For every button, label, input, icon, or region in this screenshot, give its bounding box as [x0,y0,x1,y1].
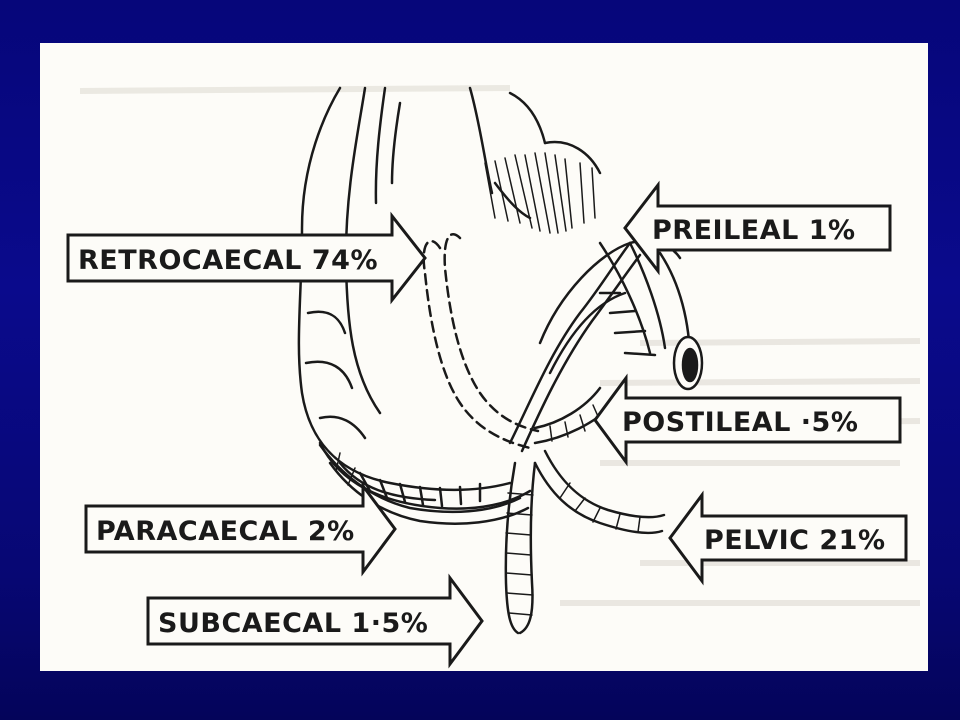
retrocaecal-label: RETROCAECAL 74% [78,245,378,276]
paracaecal-appendix [318,443,522,514]
pelvic-appendix [533,461,664,535]
paracaecal-arrow [84,481,397,577]
preileal-arrow [623,180,892,276]
subcaecal-appendix [504,461,520,635]
subcaecal-label: SUBCAECAL 1·5% [158,608,428,639]
pelvic-callout: PELVIC 21% [668,490,908,586]
retrocaecal-arrow [66,211,427,305]
paracaecal-label: PARACAECAL 2% [96,516,355,547]
paracaecal-callout: PARACAECAL 2% [84,481,397,577]
preileal-label: PREILEAL 1% [652,215,856,246]
subcaecal-callout: SUBCAECAL 1·5% [146,573,484,669]
postileal-appendix [533,386,602,430]
appendix-positions-diagram: RETROCAECAL 74% PREILEAL 1% POSTILEAL ·5… [66,85,921,669]
retrocaecal-appendix [422,240,532,450]
postileal-label: POSTILEAL ·5% [622,407,858,438]
subcaecal-arrow [146,573,484,669]
postileal-callout: POSTILEAL ·5% [593,373,902,467]
retrocaecal-callout: RETROCAECAL 74% [66,211,427,305]
postileal-arrow [593,373,902,467]
colon-outline [297,86,512,491]
preileal-appendix [508,241,632,445]
pelvic-label: PELVIC 21% [704,525,886,556]
figure-panel: RETROCAECAL 74% PREILEAL 1% POSTILEAL ·5… [40,43,928,671]
pelvic-arrow [668,490,908,586]
preileal-callout: PREILEAL 1% [623,180,892,276]
